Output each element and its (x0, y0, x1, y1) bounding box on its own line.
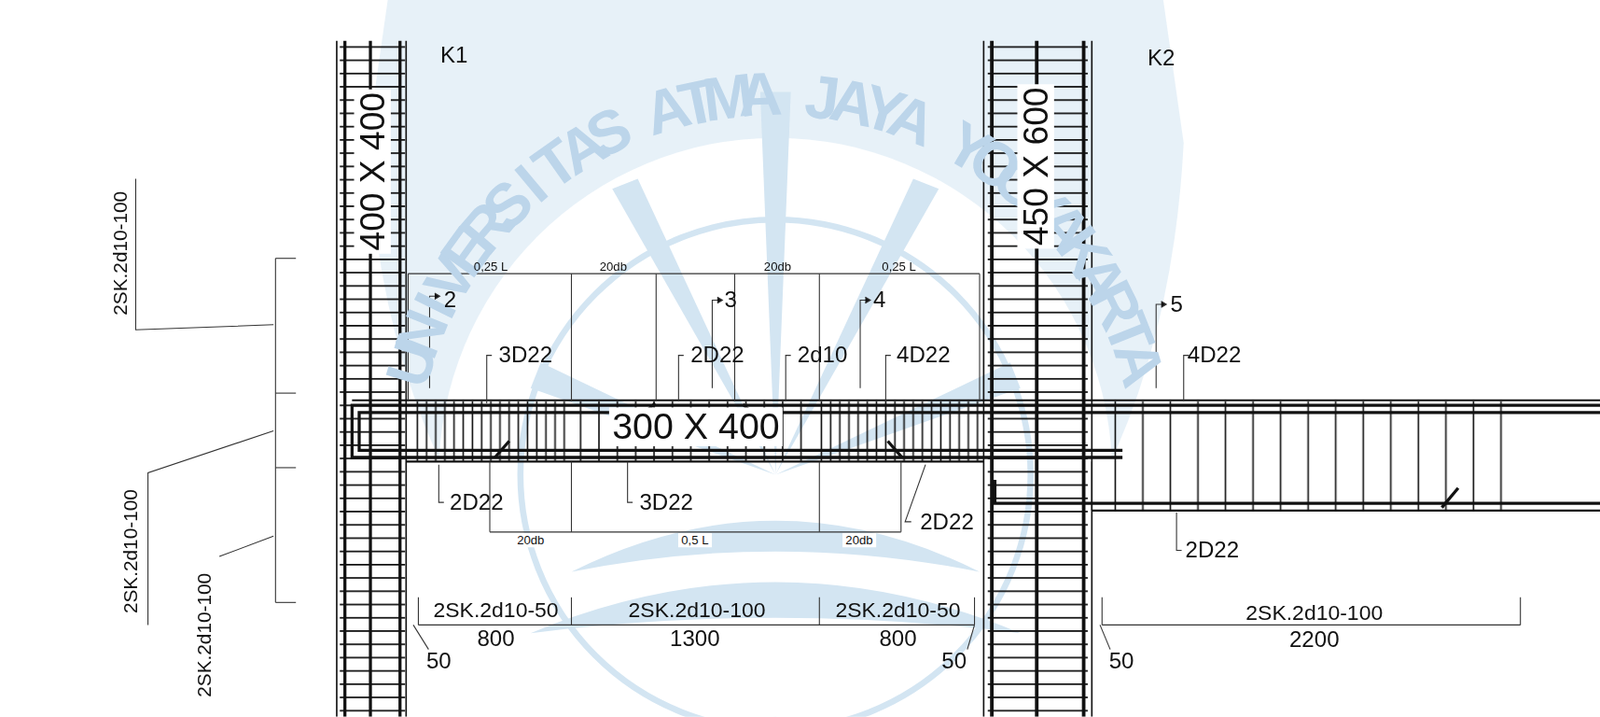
dimension-text: 0,25 L (881, 260, 917, 273)
dimension-text: 20db (599, 260, 627, 273)
dimension-text: 50 (941, 650, 967, 673)
beam-size: 300 X 400 (609, 406, 783, 446)
dimension-text: 50 (426, 650, 452, 673)
watermark-letter: R (449, 191, 526, 265)
watermark-letter: Y (854, 75, 912, 146)
section-number: 2 (444, 289, 457, 312)
rebar-callout: 2d10 (797, 344, 849, 367)
watermark-letter: S (577, 97, 641, 170)
column-size: 450 X 600 (1016, 83, 1054, 249)
watermark-letter: S (472, 168, 544, 241)
stirrup-spec: 2SK.2d10-100 (121, 488, 141, 613)
column-tag: K2 (1147, 46, 1175, 70)
stirrup-spec: 2SK.2d10-100 (194, 572, 214, 697)
watermark-letter: U (376, 333, 449, 394)
watermark-letter: A (638, 74, 698, 146)
watermark-letter: A (1102, 333, 1175, 394)
stirrup-spec: 2SK.2d10-100 (628, 598, 766, 620)
rebar-callout: 2D22 (449, 490, 504, 514)
column-size: 400 X 400 (354, 89, 391, 254)
section-number: 5 (1169, 292, 1183, 316)
watermark-letter: A (880, 83, 945, 157)
dimension-text: 800 (476, 627, 515, 651)
stirrup-spec: 2SK.2d10-50 (834, 598, 960, 620)
watermark-letter: A (547, 110, 617, 186)
dimension-text: 2200 (1289, 628, 1340, 652)
watermark-letter: A (736, 63, 783, 127)
watermark-letter: M (699, 64, 758, 132)
watermark-letter: T (1092, 305, 1164, 363)
section-number: 3 (723, 289, 737, 312)
rebar-callout: 2D22 (919, 510, 974, 533)
rebar-callout: 4D22 (896, 344, 951, 367)
rebar-callout: 2D22 (1185, 539, 1240, 562)
watermark-letter: T (523, 128, 590, 201)
dimension-text: 20db (842, 532, 877, 547)
stirrup-spec: 2SK.2d10-50 (433, 598, 559, 620)
watermark-letter: I (403, 284, 467, 328)
stirrup-spec: 2SK.2d10-100 (111, 191, 131, 316)
watermark-letter: R (1078, 272, 1154, 340)
watermark-letter: I (504, 154, 557, 213)
watermark-letter: T (673, 69, 724, 137)
dimension-text: 0,5 L (678, 532, 712, 547)
section-number: 4 (873, 289, 886, 312)
rebar-callout: 3D22 (639, 490, 694, 514)
dimension-text: 20db (514, 532, 548, 547)
watermark-letter: J (801, 65, 843, 131)
column-tag: K1 (440, 43, 468, 67)
dimension-text: 800 (878, 627, 917, 651)
dimension-text: 0,25 L (473, 260, 509, 273)
rebar-callout: 3D22 (499, 344, 554, 367)
dimension-text: 50 (1109, 650, 1135, 673)
rebar-callout: 4D22 (1187, 344, 1242, 367)
watermark-letter: N (386, 302, 460, 366)
watermark-letter: A (824, 68, 881, 138)
watermark-letter: Y (935, 111, 1002, 185)
dimension-text: 1300 (669, 627, 721, 651)
stirrup-spec: 2SK.2d10-100 (1245, 601, 1383, 624)
dimension-text: 20db (764, 260, 792, 273)
watermark-letter: A (1062, 243, 1139, 314)
watermark-letter: K (1045, 216, 1122, 289)
rebar-callout: 2D22 (690, 344, 745, 367)
watermark-letter: E (431, 217, 505, 287)
